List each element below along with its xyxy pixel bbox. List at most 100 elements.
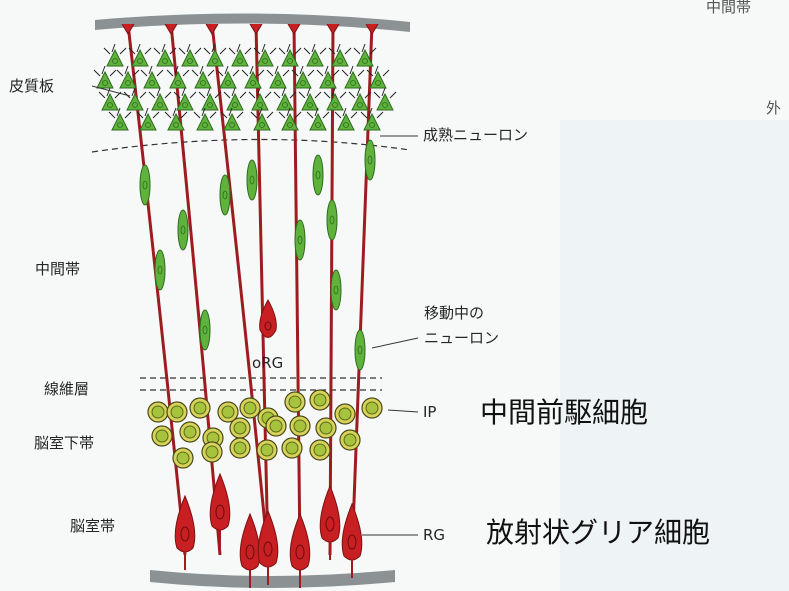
neuron-dendrite (299, 65, 304, 75)
neuron-dendrite (282, 69, 290, 77)
cortical-neuron (337, 112, 355, 131)
neuron-dendrite (294, 111, 302, 119)
neuron-dendrite (257, 69, 265, 77)
neuron-dendrite (323, 91, 331, 99)
neuron-dendrite (216, 69, 224, 77)
intermediate-progenitor-nucleus (319, 421, 333, 435)
neuron-nucleus (137, 58, 143, 64)
migrating-neuron (330, 269, 342, 311)
intermediate-progenitor-nucleus (313, 443, 327, 457)
cortical-neuron (251, 92, 269, 111)
neuron-dendrite (236, 43, 241, 53)
neuron-nucleus (287, 58, 293, 64)
intermediate-progenitor-nucleus (288, 395, 302, 409)
neuron-dendrite (144, 47, 152, 55)
neuron-dendrite (341, 69, 349, 77)
cortical-neuron (219, 70, 237, 89)
neuron-nucleus (375, 80, 381, 86)
neuron-nucleus (287, 122, 293, 128)
neuron-nucleus (173, 122, 179, 128)
cortical-neuron (319, 70, 337, 89)
neuron-nucleus (225, 80, 231, 86)
neuron-dendrite (173, 91, 181, 99)
neuron-dendrite (224, 65, 229, 75)
neuron-dendrite (119, 47, 127, 55)
cortical-neuron (156, 48, 174, 67)
cortical-neuron (309, 112, 327, 131)
migrating-neuron (246, 159, 258, 201)
neuron-nucleus (145, 122, 151, 128)
neuron-dendrite (261, 43, 266, 53)
migrating-neuron (294, 219, 306, 261)
cortical-neuron (176, 92, 194, 111)
intermediate-progenitor-nucleus (269, 419, 283, 433)
neuron-dendrite (201, 107, 206, 117)
radial-glia-cell (341, 502, 363, 561)
neuron-dendrite (350, 111, 358, 119)
neuron-nucleus (102, 80, 108, 86)
neuron-dendrite (289, 91, 297, 99)
radial-glia-nucleus (215, 504, 225, 520)
label-mature-neuron: 成熟ニューロン (423, 126, 529, 144)
neuron-dendrite (194, 47, 202, 55)
migrating-neuron-nucleus (142, 180, 148, 190)
neuron-dendrite (382, 69, 390, 77)
neuron-dendrite (206, 87, 211, 97)
neuron-dendrite (241, 69, 249, 77)
neuron-dendrite (93, 69, 101, 77)
migrating-neuron (326, 199, 338, 241)
migrating-neuron-nucleus (180, 225, 186, 235)
cortical-neuron (301, 92, 319, 111)
radial-glia-endfoot (205, 23, 219, 35)
neuron-nucleus (312, 58, 318, 64)
radial-glia-fiber (210, 23, 270, 556)
neuron-nucleus (259, 122, 265, 128)
ventricular-surface-band (150, 570, 395, 588)
cortical-neuron (269, 70, 287, 89)
neuron-nucleus (107, 102, 113, 108)
cortical-neuron (356, 48, 374, 67)
neuron-dendrite (356, 87, 361, 97)
cortical-neuron (369, 70, 387, 89)
label-intermediate-zone: 中間帯 (35, 260, 81, 278)
neuron-dendrite (249, 65, 254, 75)
neuron-dendrite (353, 47, 361, 55)
neuron-nucleus (162, 58, 168, 64)
radial-glia-endfoot (121, 23, 135, 35)
neuron-nucleus (175, 80, 181, 86)
neuron-dendrite (344, 47, 352, 55)
neuron-dendrite (211, 43, 216, 53)
migrating-neuron-nucleus (329, 215, 335, 225)
neuron-nucleus (337, 58, 343, 64)
cortical-neuron (201, 92, 219, 111)
migrating-neuron-nucleus (315, 170, 321, 180)
neuron-dendrite (316, 69, 324, 77)
neuron-dendrite (258, 107, 263, 117)
intermediate-progenitor-nucleus (183, 425, 197, 439)
migrating-neuron-nucleus (297, 235, 303, 245)
cortical-neuron (126, 92, 144, 111)
radial-glia-cell (257, 509, 279, 568)
neuron-dendrite (98, 91, 106, 99)
intermediate-progenitor-nucleus (343, 433, 357, 447)
neuron-nucleus (332, 102, 338, 108)
cortical-neuron (294, 70, 312, 89)
radial-glia-endfoot (365, 23, 379, 35)
migrating-neuron (154, 249, 166, 291)
neuron-dendrite (181, 87, 186, 97)
migrating-neuron-nucleus (249, 175, 255, 185)
neuron-dendrite (253, 47, 261, 55)
neuron-dendrite (319, 47, 327, 55)
intermediate-progenitor-nucleus (193, 401, 207, 415)
intermediate-progenitor-nucleus (176, 451, 190, 465)
neuron-nucleus (200, 80, 206, 86)
neuron-dendrite (281, 87, 286, 97)
neuron-dendrite (278, 111, 286, 119)
neuron-dendrite (108, 111, 116, 119)
org-cell (259, 298, 277, 338)
radial-glia-fiber (169, 23, 222, 556)
neuron-dendrite (236, 111, 244, 119)
migrating-neuron-nucleus (367, 155, 373, 165)
